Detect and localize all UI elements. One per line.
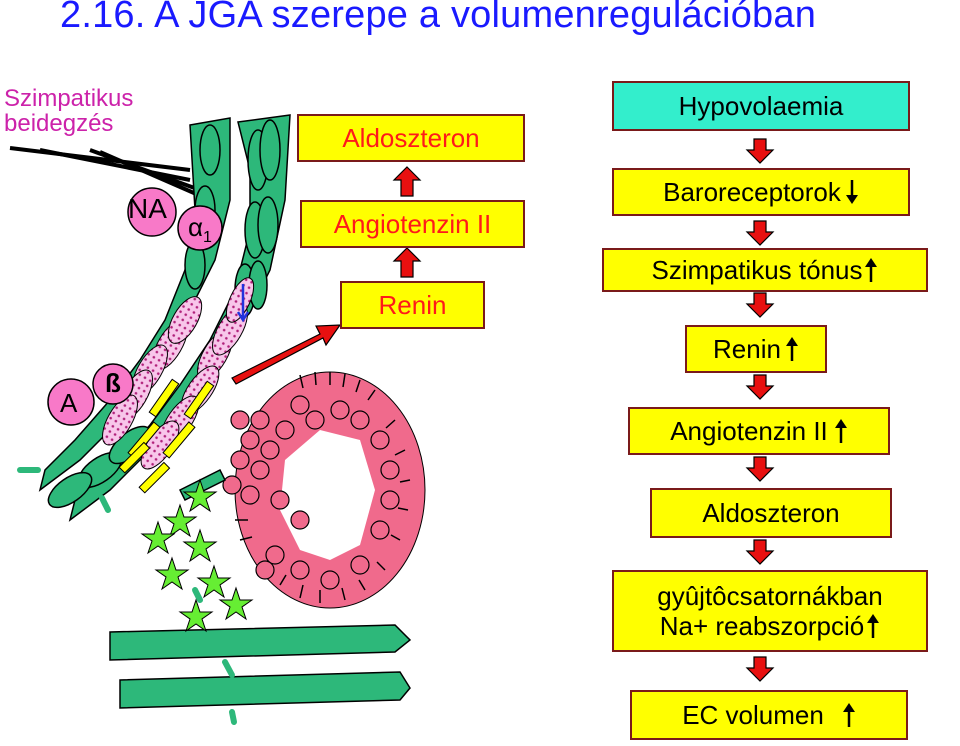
innervation-label: Szimpatikus beidegzés [4,86,133,136]
na-label: NA [128,193,167,224]
flow-box-aldosteron: Aldoszteron [650,488,892,538]
flow-box-hypovolaemia: Hypovolaemia [612,81,910,131]
arrow-up-icon [785,337,798,361]
flow-box-na-reabsorption: gyûjtôcsatornákban Na+ reabszorpció [612,570,928,652]
flow-text-angiotensin: Angiotenzin II [670,415,828,446]
flow-text-baroreceptors: Baroreceptorok [663,176,841,207]
middle-box-angiotensin: Angiotenzin II [300,200,525,248]
distal-tubule [222,371,426,609]
flow-box-sympathetic-tone: Szimpatikus tónus [602,248,928,292]
flow-box-renin: Renin [685,325,827,373]
granular-cells [102,277,255,470]
lacis-cells [140,478,254,633]
flow-text-ec-volume: EC volumen [682,699,824,730]
a-label: A [60,388,78,418]
alpha-symbol: α [188,212,204,242]
flow-box-angiotensin: Angiotenzin II [628,407,890,455]
flow-text-collecting-ducts: gyûjtôcsatornákban [657,581,883,611]
arrow-up-icon [867,614,880,638]
flow-arrows [745,138,775,682]
alpha-label: α1 [188,212,212,247]
middle-box-renin: Renin [340,281,485,329]
arrow-up-icon [865,258,878,282]
middle-box-aldosteron: Aldoszteron [297,114,525,162]
flow-box-baroreceptors: Baroreceptorok [612,168,910,216]
blue-arrow [236,284,250,323]
alpha-subscript: 1 [203,229,212,247]
nerve-fibers [9,146,211,202]
flow-box-ec-volume: EC volumen [630,690,908,740]
arrow-down-icon [845,180,858,204]
innervation-line1: Szimpatikus [4,85,134,112]
middle-arrows [392,166,422,278]
flow-line-na: Na+ reabszorpció [660,611,881,641]
arrow-up-icon [834,419,847,443]
nerve-terminals [118,378,215,494]
beta-label: ß [105,368,121,398]
renin-release-arrow [231,324,342,385]
receptor-circles [47,187,223,426]
flow-text-renin: Renin [713,333,781,364]
arrow-up-icon [842,703,855,727]
flow-text-sympathetic-tone: Szimpatikus tónus [651,254,863,285]
page-title: 2.16. A JGA szerepe a volumenregulációba… [60,0,817,36]
flow-text-na-reabsorption: Na+ reabszorpció [659,611,865,641]
innervation-line2: beidegzés [4,110,114,137]
